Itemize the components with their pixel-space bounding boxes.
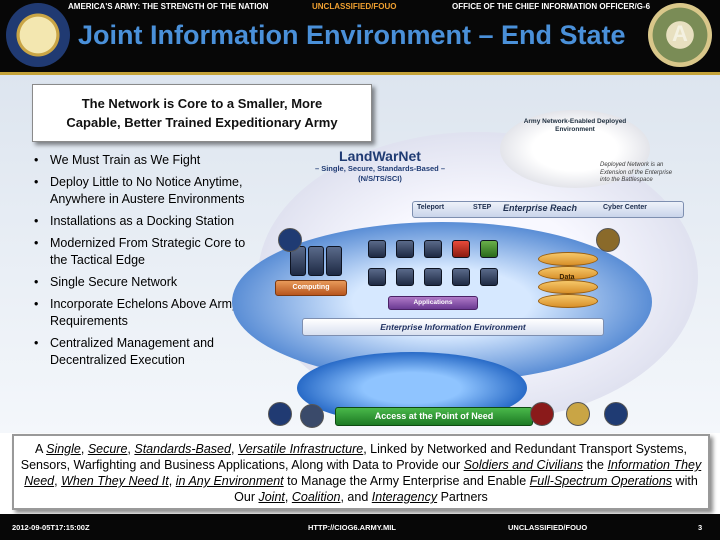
army-seal-icon — [6, 3, 70, 67]
application-icon — [480, 268, 498, 286]
computing-label: Computing — [275, 280, 347, 296]
landwarnet-heading: LandWarNet – Single, Secure, Standards-B… — [290, 148, 470, 184]
server-rack-icon — [308, 246, 324, 276]
statement-text: , and — [340, 490, 372, 504]
deployed-label: Army Network-Enabled Deployed Environmen… — [523, 118, 627, 133]
cio-g6-seal-icon: A — [648, 3, 712, 67]
bullet-item: Centralized Management and Decentralized… — [30, 335, 250, 369]
data-storage-icon: Data — [538, 252, 598, 310]
step-label: STEP — [473, 204, 492, 211]
navy-seal-icon — [604, 402, 628, 426]
warning-icon — [452, 240, 470, 258]
landwarnet-classification: (N/S/TS/SCI) — [358, 174, 402, 183]
application-icon — [396, 240, 414, 258]
statement-text: Partners — [437, 490, 488, 504]
statement-emphasis: in Any Environment — [175, 474, 284, 488]
header-divider — [0, 72, 720, 75]
teleport-label: Teleport — [417, 204, 445, 211]
banner-right: OFFICE OF THE CHIEF INFORMATION OFFICER/… — [452, 2, 651, 11]
application-icon — [452, 268, 470, 286]
joint-seal-icon — [300, 404, 324, 428]
data-label: Data — [559, 274, 575, 281]
air-force-seal-icon — [566, 402, 590, 426]
footer-url[interactable]: HTTP://CIOG6.ARMY.MIL — [308, 523, 396, 532]
statement-emphasis: Full-Spectrum Operations — [529, 474, 673, 488]
cyber-center-label: Cyber Center — [603, 204, 647, 211]
interagency-seal-icon — [596, 228, 620, 252]
callout-line-1: The Network is Core to a Smaller, More — [81, 96, 323, 111]
statement-emphasis: Versatile Infrastructure — [237, 442, 364, 456]
marines-seal-icon — [530, 402, 554, 426]
statement-emphasis: Interagency — [371, 490, 438, 504]
statement-text: , — [284, 490, 292, 504]
banner-left: AMERICA'S ARMY: THE STRENGTH OF THE NATI… — [68, 2, 269, 11]
application-icon — [480, 240, 498, 258]
statement-text: , — [54, 474, 62, 488]
bullet-item: Single Secure Network — [30, 274, 250, 291]
callout-line-2: Capable, Better Trained Expeditionary Ar… — [66, 115, 338, 130]
applications-label: Applications — [388, 296, 478, 310]
statement-emphasis: Soldiers and Civilians — [463, 458, 584, 472]
deployed-environment-cloud: Army Network-Enabled Deployed Environmen… — [500, 110, 650, 188]
dod-seal-icon — [268, 402, 292, 426]
statement-text: , — [127, 442, 135, 456]
mission-statement: A Single, Secure, Standards-Based, Versa… — [20, 441, 702, 505]
statement-emphasis: Coalition — [291, 490, 341, 504]
bullet-item: Modernized From Strategic Core to the Ta… — [30, 235, 250, 269]
statement-emphasis: Joint — [258, 490, 285, 504]
callout-text: The Network is Core to a Smaller, More C… — [39, 94, 365, 132]
footer-timestamp: 2012-09-05T17:15:00Z — [12, 523, 90, 532]
statement-text: A — [34, 442, 47, 456]
header-bar — [0, 0, 720, 72]
application-icon — [396, 268, 414, 286]
page-number: 3 — [698, 523, 703, 532]
statement-text: the — [583, 458, 608, 472]
statement-emphasis: When They Need It — [61, 474, 169, 488]
statement-emphasis: Information They Need — [24, 458, 702, 488]
callout-box: The Network is Core to a Smaller, More C… — [32, 84, 372, 142]
access-point-of-need-bar: Access at the Point of Need — [335, 407, 533, 426]
banner-classification: UNCLASSIFIED/FOUO — [312, 2, 397, 11]
statement-text: , — [80, 442, 88, 456]
bullet-item: We Must Train as We Fight — [30, 152, 250, 169]
bullet-item: Deploy Little to No Notice Anytime, Anyw… — [30, 174, 250, 208]
statement-emphasis: Single — [46, 442, 81, 456]
enterprise-reach-label: Enterprise Reach — [503, 203, 578, 213]
deployed-side-note: Deployed Network is an Extension of the … — [600, 162, 673, 183]
bullet-list: We Must Train as We Fight Deploy Little … — [30, 152, 250, 374]
statement-emphasis: Standards-Based — [134, 442, 231, 456]
statement-text: to Manage the Army Enterprise and Enable — [283, 474, 530, 488]
footer-bar: 2012-09-05T17:15:00Z HTTP://CIOG6.ARMY.M… — [0, 514, 720, 540]
page-title: Joint Information Environment – End Stat… — [78, 20, 626, 50]
bullet-item: Installations as a Docking Station — [30, 213, 250, 230]
top-banner: AMERICA'S ARMY: THE STRENGTH OF THE NATI… — [0, 0, 720, 14]
application-icon — [368, 240, 386, 258]
mission-statement-box: A Single, Secure, Standards-Based, Versa… — [12, 434, 710, 510]
statement-text: , — [230, 442, 238, 456]
enterprise-reach-bar: Teleport STEP Enterprise Reach Cyber Cen… — [412, 201, 684, 218]
statement-text: , Linked by Networked and Redundant Tran… — [20, 442, 687, 472]
landwarnet-subtitle: – Single, Secure, Standards-Based – — [314, 164, 446, 173]
bullet-item: Incorporate Echelons Above Army Requirem… — [30, 296, 250, 330]
application-icon — [424, 240, 442, 258]
footer-classification: UNCLASSIFIED/FOUO — [508, 523, 588, 532]
statement-text: , — [168, 474, 176, 488]
statement-text: with Our — [234, 474, 698, 504]
data-drum-icon — [538, 294, 598, 308]
landwarnet-title: LandWarNet — [339, 148, 421, 164]
application-icon — [368, 268, 386, 286]
coalition-seal-icon — [278, 228, 302, 252]
server-rack-icon — [326, 246, 342, 276]
application-icon — [424, 268, 442, 286]
data-drum-icon — [538, 280, 598, 294]
enterprise-information-environment-bar: Enterprise Information Environment — [302, 318, 604, 336]
seal-letter: A — [672, 21, 688, 46]
statement-emphasis: Secure — [87, 442, 128, 456]
data-drum-icon — [538, 252, 598, 266]
